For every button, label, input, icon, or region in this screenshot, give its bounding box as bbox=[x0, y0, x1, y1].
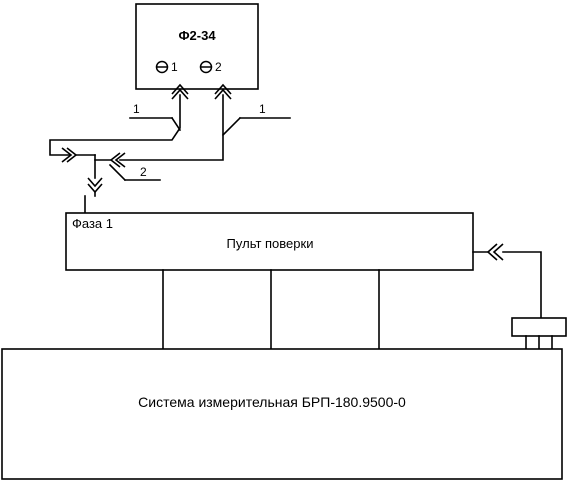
cable-label-lower-2: 2 bbox=[140, 165, 147, 179]
device-plug-1 bbox=[171, 83, 189, 100]
device-f2-34: Ф2-34 1 2 bbox=[135, 3, 259, 90]
device-box bbox=[135, 3, 259, 90]
device-output-2: 2 bbox=[199, 60, 222, 74]
system-title: Система измерительная БРП-180.9500-0 bbox=[138, 394, 406, 410]
verification-panel: Фаза 1 Пульт поверки bbox=[65, 212, 474, 271]
device-plug-2 bbox=[214, 83, 232, 100]
system-box bbox=[1, 348, 563, 480]
output-1-label: 1 bbox=[171, 60, 178, 74]
measurement-system: Система измерительная БРП-180.9500-0 bbox=[1, 348, 563, 480]
phase-label: Фаза 1 bbox=[72, 216, 113, 231]
cable-1-upper bbox=[49, 94, 181, 156]
power-plug bbox=[511, 317, 567, 337]
device-output-1: 1 bbox=[155, 60, 178, 74]
power-cable bbox=[472, 243, 567, 351]
cable-harness: 1 1 2 bbox=[49, 94, 291, 214]
panel-box bbox=[65, 212, 474, 271]
output-2-label: 2 bbox=[215, 60, 222, 74]
cable-label-left-1: 1 bbox=[133, 102, 140, 116]
panel-system-links bbox=[162, 269, 380, 350]
panel-title: Пульт поверки bbox=[227, 236, 314, 251]
device-title: Ф2-34 bbox=[178, 28, 216, 43]
cable-1-lower bbox=[119, 94, 224, 161]
cable-label-right-1: 1 bbox=[259, 102, 266, 116]
